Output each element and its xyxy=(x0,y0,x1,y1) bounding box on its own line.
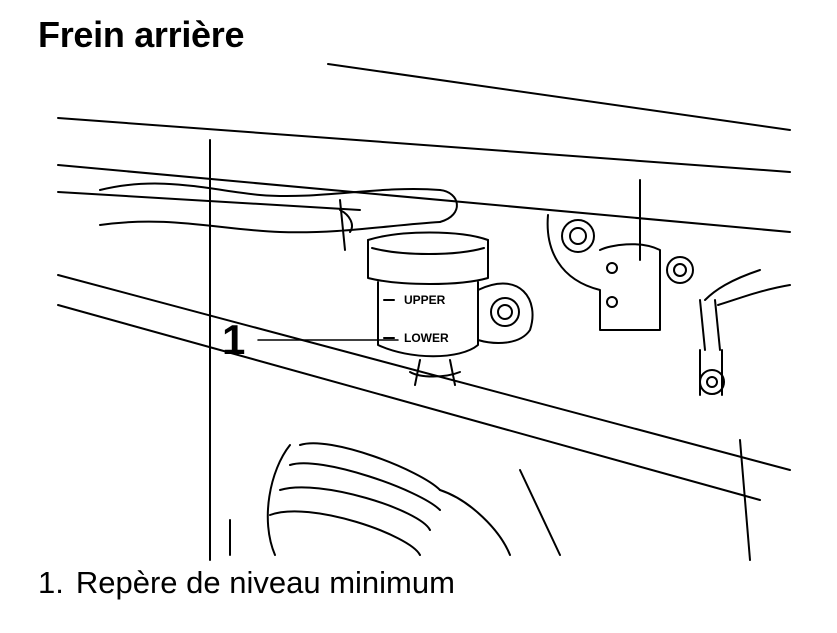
page-title: Frein arrière xyxy=(38,14,245,55)
figure-caption: 1. Repère de niveau minimum xyxy=(38,565,455,601)
frame-lines xyxy=(57,63,791,561)
shock-spring xyxy=(229,442,561,556)
caption-text: Repère de niveau minimum xyxy=(75,565,455,600)
caption-number: 1. xyxy=(38,565,64,600)
wires xyxy=(699,269,791,396)
callout-number: 1 xyxy=(222,316,246,363)
upper-level-mark: UPPER xyxy=(404,293,446,307)
bolts xyxy=(477,214,725,395)
reservoir xyxy=(367,231,489,386)
lower-level-mark: LOWER xyxy=(404,331,449,345)
hose xyxy=(99,182,458,234)
